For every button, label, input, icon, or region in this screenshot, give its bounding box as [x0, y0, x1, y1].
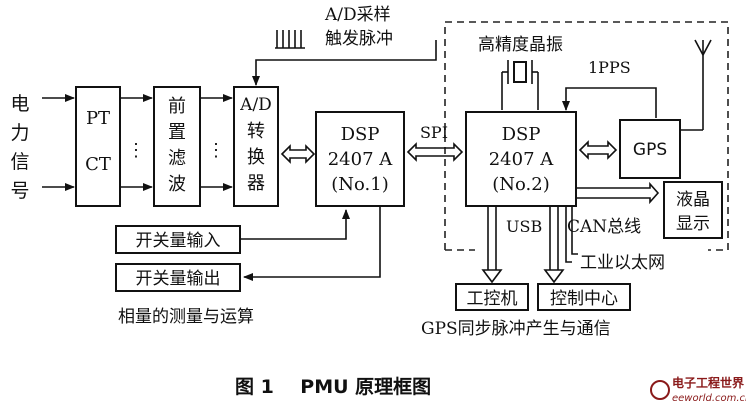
crystal-icon — [501, 60, 539, 110]
svg-text:换: 换 — [247, 147, 265, 168]
antenna-icon — [680, 39, 712, 131]
svg-text:力: 力 — [10, 122, 29, 144]
dsp2-gps-link — [578, 140, 618, 160]
svg-text:DSP: DSP — [502, 124, 541, 145]
ethernet-label: 工业以太网 — [580, 253, 665, 273]
svg-text:2407 A: 2407 A — [328, 149, 394, 170]
can-label: CAN总线 — [567, 217, 641, 237]
ethernet-link — [565, 206, 578, 263]
svg-text:前: 前 — [168, 96, 186, 117]
dsp2-box — [465, 111, 577, 207]
can-link — [543, 206, 565, 284]
switch-input-line — [240, 209, 350, 240]
svg-text:信: 信 — [10, 151, 29, 173]
watermark-logo: 电子工程世界 eeworld.com.cn — [650, 375, 746, 404]
trigger-line — [252, 40, 437, 86]
spi-link — [406, 142, 464, 162]
gps-section-border — [444, 21, 729, 251]
ipc-box — [455, 283, 529, 311]
pulse-train-icon — [275, 30, 305, 49]
switch-output-line — [243, 206, 381, 281]
sampling-pulse-label-2: 触发脉冲 — [325, 29, 393, 49]
svg-text:eeworld.com.cn: eeworld.com.cn — [672, 393, 746, 404]
ipc-label: 工控机 — [467, 289, 518, 309]
usb-label: USB — [506, 217, 542, 236]
svg-text:器: 器 — [247, 173, 265, 194]
dsp2-lcd-link — [576, 181, 660, 205]
svg-text:液晶: 液晶 — [676, 190, 710, 210]
svg-text:转: 转 — [247, 121, 265, 142]
svg-text:显示: 显示 — [676, 214, 710, 234]
ct-label: CT — [85, 154, 111, 175]
input-label: 电 力 信 号 — [10, 93, 29, 202]
svg-text:波: 波 — [168, 174, 186, 195]
svg-text:DSP: DSP — [341, 124, 380, 145]
svg-text:A/D: A/D — [239, 95, 272, 115]
svg-text:置: 置 — [168, 122, 186, 143]
svg-text:号: 号 — [10, 180, 29, 202]
spi-label: SPI — [420, 123, 448, 142]
sampling-pulse-label-1: A/D采样 — [324, 5, 391, 25]
pre-filter-box — [153, 86, 201, 207]
switch-output-box — [115, 263, 241, 292]
pps-line — [562, 87, 657, 118]
ellipsis-2: ⋮ — [207, 140, 225, 161]
switch-output-label: 开关量输出 — [136, 269, 221, 289]
pt-ct-box — [75, 86, 121, 207]
adc-box — [233, 86, 279, 207]
right-section-label: GPS同步脉冲产生与通信 — [421, 319, 611, 339]
svg-text:滤: 滤 — [168, 148, 186, 169]
gps-label: GPS — [633, 140, 667, 160]
gps-box — [619, 119, 681, 179]
lcd-box — [663, 181, 723, 239]
switch-input-label: 开关量输入 — [136, 231, 221, 251]
control-center-label: 控制中心 — [550, 289, 618, 309]
left-section-label: 相量的测量与运算 — [118, 307, 254, 327]
svg-text:2407 A: 2407 A — [489, 149, 555, 170]
dsp1-box — [315, 111, 405, 207]
svg-text:(No.1): (No.1) — [331, 174, 389, 195]
control-center-box — [537, 283, 631, 311]
svg-text:电: 电 — [10, 93, 29, 115]
figure-caption: 图 1 PMU 原理框图 — [235, 375, 431, 398]
ellipsis-1: ⋮ — [127, 140, 145, 161]
pt-label: PT — [86, 108, 110, 129]
adc-dsp1-link — [280, 144, 316, 164]
svg-text:(No.2): (No.2) — [492, 174, 550, 195]
crystal-label: 高精度晶振 — [478, 35, 563, 55]
svg-text:电子工程世界: 电子工程世界 — [672, 375, 744, 390]
pps-label: 1PPS — [588, 58, 631, 77]
usb-link — [481, 206, 503, 284]
